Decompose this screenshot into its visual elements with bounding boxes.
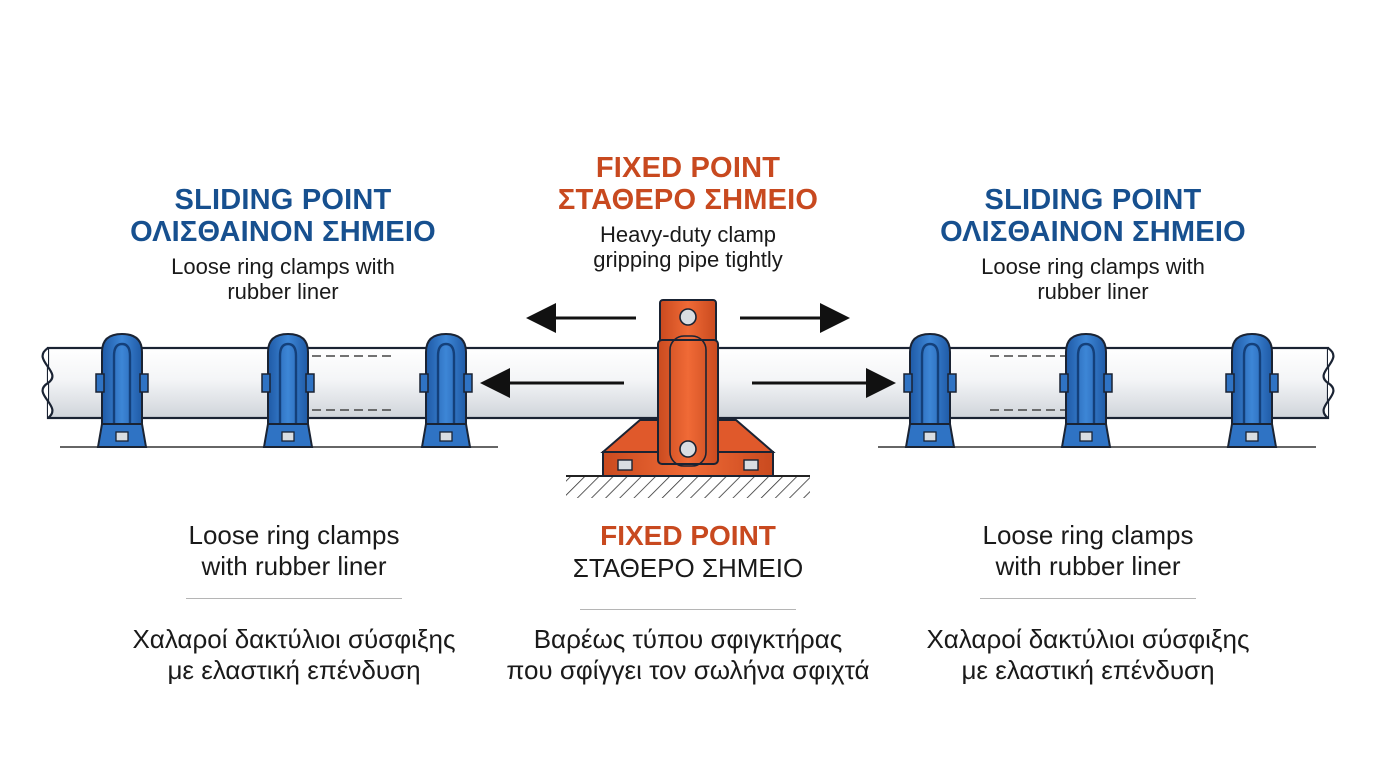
- bottom-label-left-gr: Χαλαροί δακτύλιοι σύσφιξης με ελαστική ε…: [104, 624, 484, 685]
- fixed-desc-gr-2: που σφίγγει τον σωλήνα σφιχτά: [506, 654, 870, 685]
- bottom-label-left: Loose ring clamps with rubber liner: [104, 520, 484, 581]
- sliding-clamp: [261, 332, 315, 448]
- fixed-caption-en: FIXED POINT: [600, 520, 776, 551]
- sliding-point-title-gr: ΟΛΙΣΘΑΙΝΟΝ ΣΗΜΕΙΟ: [940, 216, 1246, 249]
- sliding-point-desc-2: rubber liner: [1037, 279, 1149, 305]
- sliding-caption-gr-2: με ελαστική επένδυση: [167, 654, 421, 685]
- sliding-clamp: [1059, 332, 1113, 448]
- fixed-point-clamp: [600, 299, 776, 477]
- sliding-caption-en-1: Loose ring clamps: [982, 520, 1194, 550]
- sliding-clamp: [95, 332, 149, 448]
- sliding-caption-en-2: with rubber liner: [995, 550, 1181, 581]
- top-label-center: FIXED POINT ΣΤΑΘΕΡΟ ΣΗΜΕΙΟ Heavy-duty cl…: [523, 152, 853, 273]
- divider-left: [186, 598, 402, 599]
- sliding-clamps: [95, 332, 1279, 448]
- fixed-point-desc-1: Heavy-duty clamp: [599, 221, 777, 247]
- bottom-label-right-gr: Χαλαροί δακτύλιοι σύσφιξης με ελαστική ε…: [898, 624, 1278, 685]
- top-label-right: SLIDING POINT ΟΛΙΣΘΑΙΝΟΝ ΣΗΜΕΙΟ Loose ri…: [928, 184, 1258, 305]
- sliding-point-desc-2: rubber liner: [227, 279, 339, 305]
- bottom-label-center: FIXED POINT ΣΤΑΘΕΡΟ ΣΗΜΕΙΟ: [478, 520, 898, 584]
- top-label-left: SLIDING POINT ΟΛΙΣΘΑΙΝΟΝ ΣΗΜΕΙΟ Loose ri…: [118, 184, 448, 305]
- fixed-desc-gr-1: Βαρέως τύπου σφιγκτήρας: [533, 624, 843, 654]
- sliding-point-title-gr: ΟΛΙΣΘΑΙΝΟΝ ΣΗΜΕΙΟ: [130, 216, 436, 249]
- sliding-caption-gr-2: με ελαστική επένδυση: [961, 654, 1215, 685]
- divider-right: [980, 598, 1196, 599]
- fixed-caption-gr: ΣΤΑΘΕΡΟ ΣΗΜΕΙΟ: [572, 553, 804, 584]
- sliding-clamp: [419, 332, 473, 448]
- bottom-label-right: Loose ring clamps with rubber liner: [898, 520, 1278, 581]
- sliding-point-title-en: SLIDING POINT: [174, 184, 392, 216]
- fixed-point-title-en: FIXED POINT: [595, 152, 781, 184]
- sliding-caption-gr-1: Χαλαροί δακτύλιοι σύσφιξης: [132, 624, 456, 654]
- sliding-point-desc-1: Loose ring clamps with: [171, 253, 395, 279]
- sliding-point-title-en: SLIDING POINT: [984, 184, 1202, 216]
- fixed-point-desc-2: gripping pipe tightly: [593, 247, 783, 273]
- sliding-point-desc-1: Loose ring clamps with: [981, 253, 1205, 279]
- fixed-point-title-gr: ΣΤΑΘΕΡΟ ΣΗΜΕΙΟ: [557, 184, 819, 217]
- sliding-caption-en-2: with rubber liner: [201, 550, 387, 581]
- sliding-clamp: [1225, 332, 1279, 448]
- bottom-label-center-gr: Βαρέως τύπου σφιγκτήρας που σφίγγει τον …: [458, 624, 918, 685]
- divider-center: [580, 609, 796, 610]
- sliding-caption-en-1: Loose ring clamps: [188, 520, 400, 550]
- expansion-arrows: [480, 303, 896, 398]
- sliding-clamp: [903, 332, 957, 448]
- sliding-caption-gr-1: Χαλαροί δακτύλιοι σύσφιξης: [926, 624, 1250, 654]
